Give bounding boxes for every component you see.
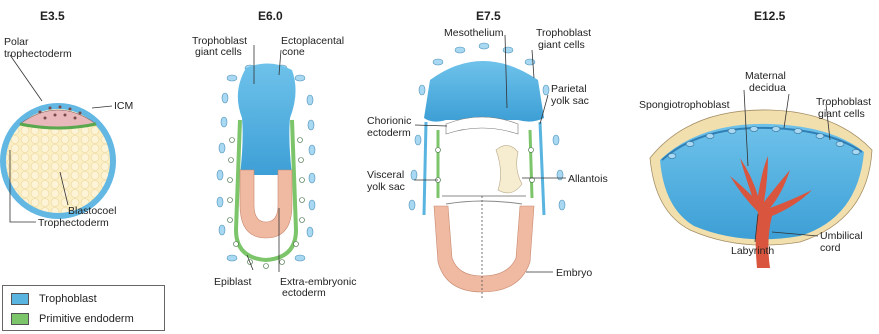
stage-title-e60: E6.0 xyxy=(258,9,283,23)
label-visceral-yolk-sac: Visceral xyxy=(367,169,404,181)
legend-label-primitive-endoderm: Primitive endoderm xyxy=(39,313,134,325)
label-spongiotrophoblast: Spongiotrophoblast xyxy=(639,99,730,111)
svg-text:decidua: decidua xyxy=(749,82,786,94)
label-blastocoel: Blastocoel xyxy=(68,205,116,217)
legend-swatch-trophoblast xyxy=(11,293,29,305)
stage-e125: E12.5 Maternal decidua Spongiotrophoblas… xyxy=(639,9,872,268)
label-embryo: Embryo xyxy=(556,267,592,279)
stage-e75: E7.5 Meso xyxy=(367,9,608,300)
svg-text:trophectoderm: trophectoderm xyxy=(4,48,72,60)
label-umbilical-cord: Umbilical xyxy=(820,230,863,242)
allantois xyxy=(496,145,522,192)
label-giant-cells-e125: Trophoblast xyxy=(816,96,871,108)
embryo-e75 xyxy=(434,206,534,292)
stage-title-e35: E3.5 xyxy=(40,9,65,23)
parietal-yolk-sac-left xyxy=(424,122,426,215)
label-parietal-yolk-sac: Parietal xyxy=(551,83,587,95)
stage-title-e125: E12.5 xyxy=(754,9,786,23)
label-polar-trophectoderm: Polar xyxy=(4,36,29,48)
svg-text:yolk sac: yolk sac xyxy=(367,181,405,193)
label-icm: ICM xyxy=(114,100,133,112)
legend: Trophoblast Primitive endoderm xyxy=(2,285,165,331)
label-giant-cells-e75: Trophoblast xyxy=(536,27,591,39)
svg-text:giant cells: giant cells xyxy=(818,108,865,120)
svg-text:giant cells: giant cells xyxy=(538,39,585,51)
label-epiblast: Epiblast xyxy=(214,276,251,288)
label-chorionic-ectoderm: Chorionic xyxy=(367,115,411,127)
legend-item-trophoblast: Trophoblast xyxy=(11,291,97,307)
svg-text:ectoderm: ectoderm xyxy=(282,287,326,299)
label-allantois: Allantois xyxy=(568,173,608,185)
stage-e35: E3.5 Polar trophectoderm ICM Blastocoel … xyxy=(3,9,133,229)
svg-text:cord: cord xyxy=(820,242,841,254)
label-labyrinth: Labyrinth xyxy=(731,245,774,257)
visceral-yolk-sac-right xyxy=(530,130,532,198)
stage-title-e75: E7.5 xyxy=(476,9,501,23)
label-maternal-decidua: Maternal xyxy=(745,70,786,82)
legend-item-primitive-endoderm: Primitive endoderm xyxy=(11,311,134,327)
svg-text:giant cells: giant cells xyxy=(195,46,242,58)
svg-text:yolk sac: yolk sac xyxy=(551,95,589,107)
stage-e60: E6.0 Trophoblast giant cells Ectopla xyxy=(192,9,356,299)
label-trophectoderm: Trophectoderm xyxy=(38,217,109,229)
legend-label-trophoblast: Trophoblast xyxy=(39,293,97,305)
svg-text:ectoderm: ectoderm xyxy=(367,127,411,139)
svg-text:cone: cone xyxy=(282,46,305,58)
label-mesothelium: Mesothelium xyxy=(444,27,504,39)
epiblast xyxy=(240,170,292,238)
parietal-yolk-sac-right xyxy=(540,122,544,215)
ectoplacental-cone xyxy=(238,63,296,175)
legend-swatch-primitive-endoderm xyxy=(11,313,29,325)
ectoplacental-cone-e75 xyxy=(424,61,544,122)
